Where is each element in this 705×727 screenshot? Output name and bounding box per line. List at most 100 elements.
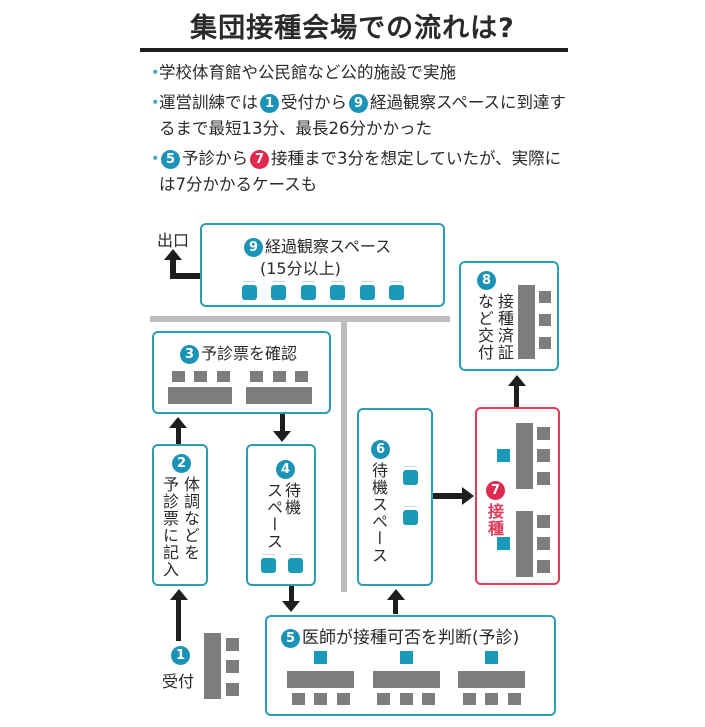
step-8-certificate-box: 8 接種済証 など交付 [459, 261, 559, 371]
step-7-vaccination-box: 7 接種 [475, 407, 560, 585]
arrow-4-to-5-head [282, 601, 300, 612]
seat-icon [194, 371, 207, 382]
step-7-number: 7 [486, 481, 505, 500]
step-6-number: 6 [371, 440, 390, 459]
exit-arrow-line-h [170, 273, 202, 279]
seat-icon [226, 638, 239, 651]
step-number-badge: 7 [250, 150, 269, 169]
seat-icon [250, 371, 263, 382]
seat-icon [485, 693, 498, 705]
chair-icon [389, 281, 404, 300]
arrow-1-to-2-head [170, 589, 188, 600]
exit-arrow-line [170, 259, 176, 279]
desk-icon [287, 671, 354, 688]
chair-icon [242, 281, 257, 300]
seat-icon [314, 693, 327, 705]
chair-icon [271, 281, 286, 300]
reception-desk-icon [204, 633, 221, 699]
step-number-badge: 5 [161, 150, 180, 169]
staff-icon [497, 537, 510, 550]
title-divider [140, 48, 568, 52]
desk-icon [246, 387, 312, 404]
seat-icon [537, 427, 550, 440]
bullet-dot: ・ [147, 149, 164, 168]
seat-icon [217, 371, 230, 382]
arrow-1-to-2-line [176, 599, 181, 641]
seat-icon [295, 371, 308, 382]
arrow-3-to-4-head [273, 431, 291, 442]
step-2-label-col2: 予診票に記入 [160, 476, 179, 578]
bullet-text: 受付から [281, 93, 347, 112]
step-4-number: 4 [276, 460, 295, 479]
bullet-text: 学校体育館や公民館など公的施設で実施 [159, 63, 456, 82]
desk-icon [458, 671, 525, 688]
bullet-text: 予診から [182, 149, 248, 168]
seat-icon [337, 693, 350, 705]
desk-icon [516, 511, 533, 577]
step-8-label-col2: など交付 [475, 293, 494, 361]
chair-icon [403, 466, 418, 485]
step-8-number: 8 [477, 271, 496, 290]
exit-label: 出口 [157, 231, 190, 250]
bullet-text: 経過観察スペースに到達するまで最短13分、最長26分かかった [159, 93, 567, 138]
step-2-number: 2 [172, 454, 191, 473]
chair-icon [360, 281, 375, 300]
step-3-label: 予診票を確認 [201, 344, 298, 363]
seat-icon [539, 291, 551, 303]
seat-icon [539, 337, 551, 349]
arrow-2-to-3-head [169, 417, 187, 428]
seat-icon [292, 693, 305, 705]
seat-icon [422, 693, 435, 705]
step-number-badge: 9 [349, 94, 368, 113]
arrow-6-to-7-line [433, 493, 463, 499]
step-7-label: 接種 [485, 503, 504, 537]
page-title: 集団接種会場での流れは? [190, 13, 515, 44]
seat-icon [400, 693, 413, 705]
doctor-icon [400, 651, 413, 664]
arrow-2-to-3-line [176, 427, 181, 444]
step-2-label-col1: 体調などを [181, 476, 200, 561]
chair-icon [330, 281, 345, 300]
seat-icon [537, 515, 550, 528]
desk-icon [516, 423, 533, 489]
bullet-dot: ・ [147, 93, 164, 112]
step-6-waiting-box: 6 待機スペース [357, 408, 433, 586]
desk-icon [373, 671, 440, 688]
doctor-icon [314, 651, 327, 664]
step-8-label-col1: 接種済証 [495, 293, 514, 361]
arrow-5-to-6-head [387, 589, 405, 600]
step-4-label-col2: スペース [264, 482, 283, 550]
chair-icon [301, 281, 316, 300]
arrow-4-to-5-line [289, 586, 294, 602]
seat-icon [463, 693, 476, 705]
arrow-6-to-7-head [462, 487, 474, 505]
step-number-badge: 1 [260, 94, 279, 113]
seat-icon [537, 472, 550, 485]
chair-icon [288, 554, 303, 573]
seat-icon [539, 314, 551, 326]
arrow-3-to-4-line [280, 414, 285, 432]
step-9-sub: (15分以上) [260, 259, 341, 278]
arrow-5-to-6-line [393, 599, 398, 614]
arrow-7-to-8-head [508, 375, 526, 386]
staff-icon [497, 449, 510, 462]
step-1-label: 受付 [162, 672, 195, 691]
step-4-waiting-box: 4 待機 スペース [246, 444, 316, 586]
chair-icon [403, 506, 418, 525]
bullet-item: ・学校体育館や公民館など公的施設で実施 [145, 60, 575, 86]
arrow-7-to-8-line [514, 385, 519, 407]
seat-icon [537, 449, 550, 462]
step-3-number: 3 [180, 345, 199, 364]
seat-icon [226, 683, 239, 696]
step-5-label: 医師が接種可否を判断(予診) [302, 628, 520, 648]
step-5-number: 5 [281, 629, 300, 648]
divider-horizontal [150, 316, 450, 322]
seat-icon [226, 660, 239, 673]
